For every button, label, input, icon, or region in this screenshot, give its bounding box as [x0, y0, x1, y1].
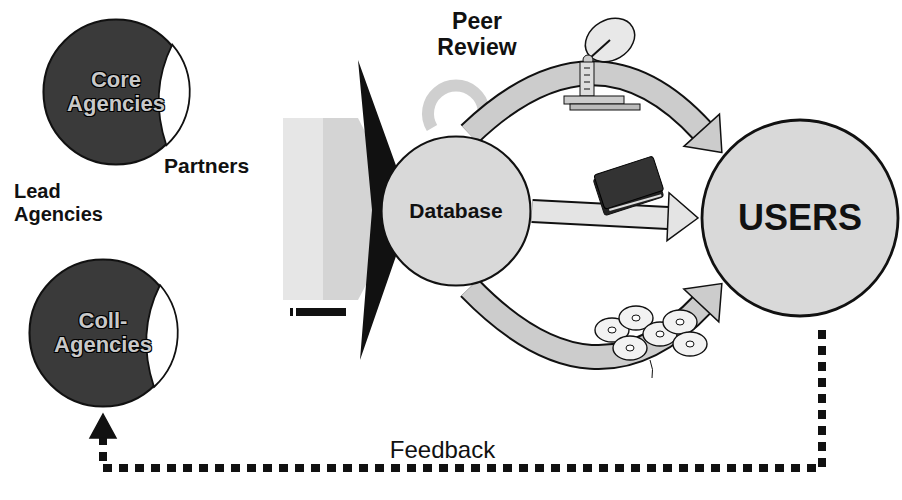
users-circle: USERS — [700, 118, 900, 318]
media-icons — [564, 10, 707, 378]
partners-label: Partners — [164, 154, 274, 178]
delivery-arrow — [470, 284, 722, 358]
feedback-connector — [90, 330, 822, 468]
node-label: Core Agencies — [57, 68, 175, 116]
coll-agencies-circle: Coll-Agencies — [28, 258, 178, 408]
compact-discs — [595, 306, 707, 378]
delivery-arrow — [470, 73, 722, 152]
lead-agencies-label: Lead Agencies — [14, 180, 134, 226]
peer-review-label: Peer Review — [412, 8, 542, 61]
book — [592, 156, 666, 216]
node-label: Database — [409, 199, 502, 222]
database-circle: Database — [380, 135, 532, 287]
edge-label: Feedback — [386, 436, 499, 464]
node-label: USERS — [738, 198, 862, 238]
node-label: Coll-Agencies — [42, 309, 164, 357]
core-agencies-circle: Core Agencies — [42, 18, 190, 166]
satellite-dish — [564, 10, 643, 110]
